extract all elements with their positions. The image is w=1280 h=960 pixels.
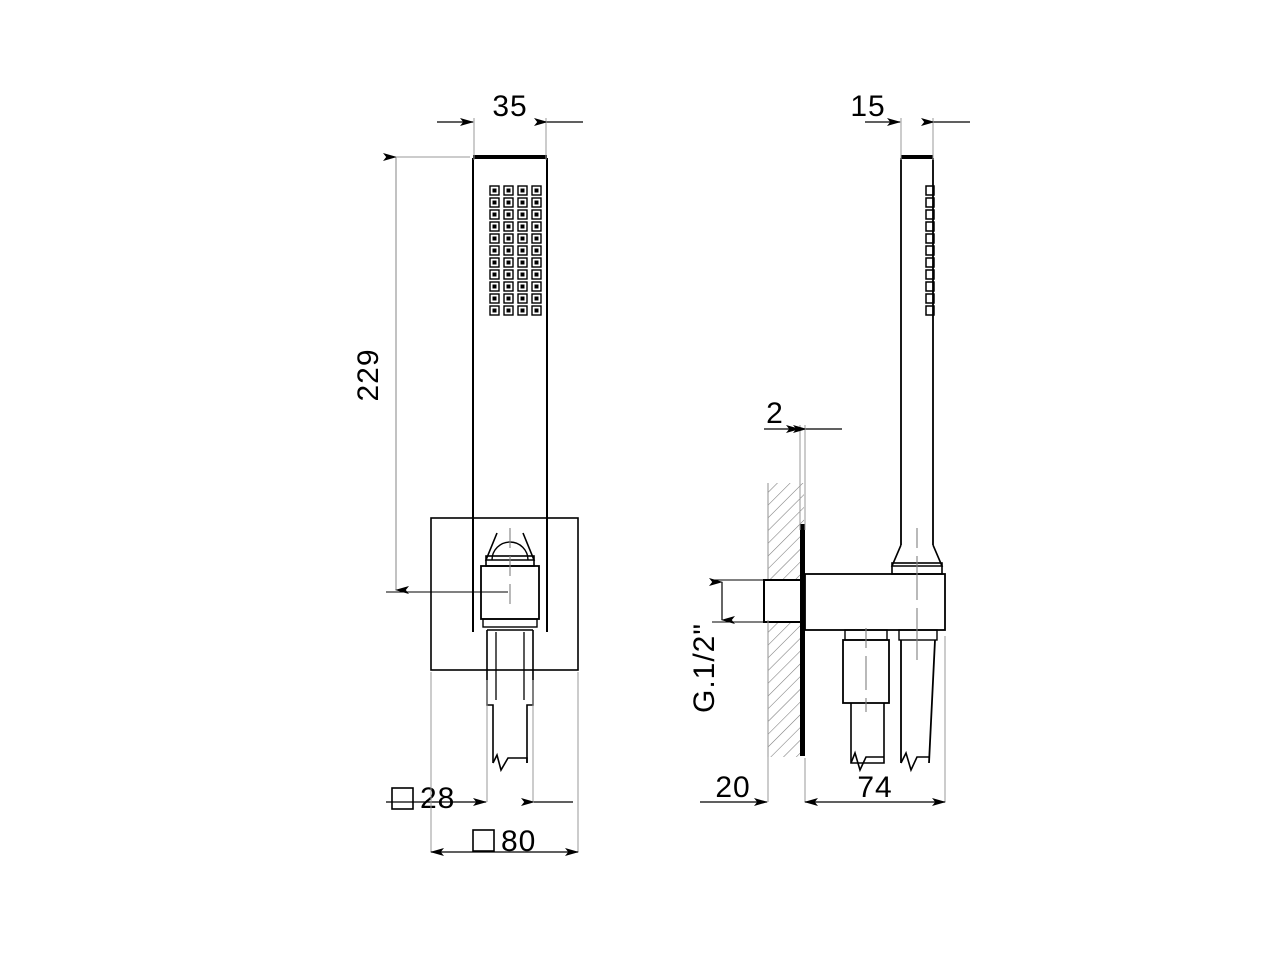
front-nozzle-grid bbox=[489, 185, 542, 316]
side-inlet-body bbox=[763, 579, 805, 623]
dim-28-square-symbol-icon bbox=[391, 787, 414, 810]
front-wand-sides bbox=[472, 158, 548, 632]
dimension-2: 2 bbox=[764, 397, 842, 530]
side-wall-plate bbox=[800, 524, 805, 756]
side-wand-top-cap bbox=[901, 155, 933, 159]
dim-28-label: 28 bbox=[420, 782, 455, 815]
front-hose-stem bbox=[486, 629, 534, 773]
side-hose-edges bbox=[900, 639, 936, 764]
dimension-15: 15 bbox=[850, 90, 970, 160]
wall-hatch-upper bbox=[768, 483, 804, 580]
front-wand bbox=[472, 155, 548, 632]
side-nozzle-marks bbox=[925, 185, 935, 316]
side-outlet-break-line bbox=[850, 750, 884, 773]
side-hose bbox=[898, 629, 938, 773]
side-view: 15 2 G.1/2" 20 bbox=[688, 90, 970, 806]
side-outlet-tube bbox=[850, 703, 885, 764]
dim-229-label: 229 bbox=[352, 348, 385, 401]
dim-74-label: 74 bbox=[857, 771, 892, 804]
dim-2-label: 2 bbox=[766, 397, 784, 430]
side-hose-break-line bbox=[900, 750, 929, 773]
front-hose-inner bbox=[495, 632, 525, 700]
dim-20-label: 20 bbox=[715, 771, 750, 804]
dim-35-label: 35 bbox=[492, 90, 527, 123]
front-wall-plate bbox=[430, 517, 579, 671]
dimension-74: 74 bbox=[804, 636, 946, 806]
front-hose-break-line bbox=[492, 752, 528, 773]
dimension-35: 35 bbox=[437, 90, 583, 160]
dimension-80: 80 bbox=[430, 672, 579, 858]
dimension-20: 20 bbox=[700, 620, 769, 806]
wall-hatch-lower bbox=[768, 622, 804, 757]
side-outlet-spout bbox=[842, 628, 890, 773]
side-hose-ferrule bbox=[898, 629, 938, 641]
nozzle-row bbox=[489, 185, 542, 316]
front-view: 35 229 28 bbox=[352, 90, 583, 858]
front-handle-ferrule bbox=[482, 618, 538, 628]
dim-80-square-symbol-icon bbox=[472, 829, 495, 852]
dimension-229: 229 bbox=[352, 153, 508, 594]
dim-thread-label: G.1/2" bbox=[688, 623, 721, 713]
dimension-thread: G.1/2" bbox=[688, 578, 764, 713]
dim-80-label: 80 bbox=[501, 825, 536, 858]
dimension-28: 28 bbox=[386, 680, 573, 815]
dim-thread-ext-lines bbox=[712, 579, 764, 623]
front-hose-right-edge bbox=[526, 630, 534, 763]
front-hose-left-edge bbox=[486, 630, 494, 763]
dim-15-label: 15 bbox=[850, 90, 885, 123]
